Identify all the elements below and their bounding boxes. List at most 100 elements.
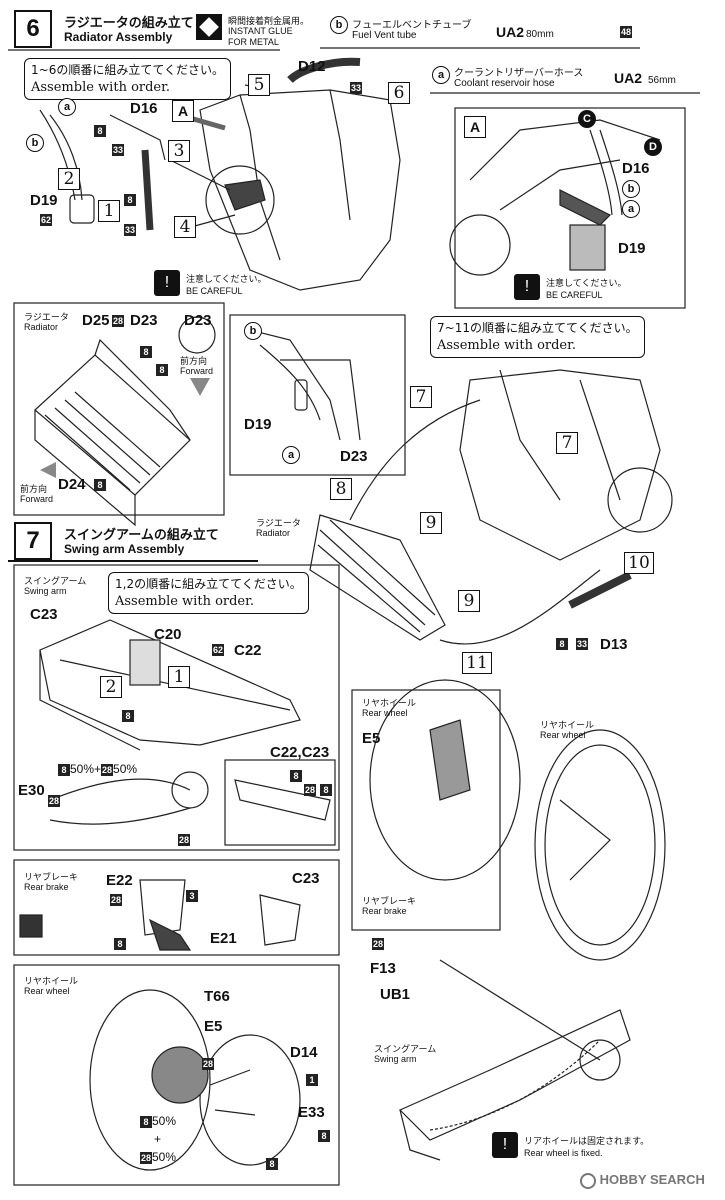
- tube-a-marker: a: [432, 66, 450, 84]
- part-e5-a: E5: [204, 1018, 223, 1035]
- num-28-b: 28: [48, 795, 60, 807]
- marker-b-2: b: [244, 322, 262, 340]
- tube-a-length: 56mm: [648, 75, 676, 86]
- fixed-en: Rear wheel is fixed.: [524, 1148, 603, 1158]
- num-28-a: 28: [112, 315, 124, 327]
- glue-label-en1: INSTANT GLUE: [228, 26, 293, 36]
- num-28-f: 28: [202, 1058, 214, 1070]
- marker-a-1: a: [58, 98, 76, 116]
- forward-jp-2: 前方向: [20, 485, 48, 495]
- step-7-title-jp: スイングアームの組み立て: [64, 528, 219, 543]
- part-c23-a: C23: [30, 606, 58, 623]
- part-e21: E21: [210, 930, 237, 947]
- num-8-i: 8: [320, 784, 332, 796]
- num-8-d: 8: [156, 364, 168, 376]
- num-8-a: 8: [94, 125, 106, 137]
- num-33-c: 33: [124, 224, 136, 236]
- swing-arm-en: Swing arm: [24, 586, 67, 596]
- care-en-2: BE CAREFUL: [546, 290, 603, 300]
- num-8-l: 8: [266, 1158, 278, 1170]
- tube-b-en: Fuel Vent tube: [352, 30, 417, 41]
- part-c22: C22: [234, 642, 262, 659]
- num-8-b: 8: [124, 194, 136, 206]
- step-7-box-b: 7: [556, 432, 578, 454]
- part-t66: T66: [204, 988, 230, 1005]
- care-jp-1: 注意してください。: [186, 275, 267, 285]
- watermark-icon: [580, 1172, 596, 1189]
- step-6-number: 6: [14, 10, 52, 48]
- swing-arm-jp: スイングアーム: [24, 577, 87, 587]
- part-d19-b: D19: [244, 416, 272, 433]
- marker-b-1: b: [26, 134, 44, 152]
- mix-num-8: 8: [58, 764, 70, 776]
- care-icon-2: !: [514, 274, 540, 300]
- wheel-en-2: Rear wheel: [362, 708, 408, 718]
- num-62-b: 62: [212, 644, 224, 656]
- step-7-box-a: 7: [410, 386, 432, 408]
- mix2-num-8: 8: [140, 1116, 152, 1128]
- part-e33: E33: [298, 1104, 325, 1121]
- order-note-jp: 1~6の順番に組み立ててください。: [31, 63, 224, 77]
- marker-a-2: a: [282, 446, 300, 464]
- brake-jp-2: リヤブレーキ: [362, 897, 417, 907]
- forward-jp-1: 前方向: [180, 357, 208, 367]
- part-d16-inset: D16: [622, 160, 650, 177]
- num-28-e: 28: [110, 894, 122, 906]
- tube-b-length: 80mm: [526, 29, 554, 40]
- watermark: HOBBY SEARCH: [580, 1172, 705, 1189]
- step-7-title-en: Swing arm Assembly: [64, 542, 185, 556]
- radiator-jp: ラジエータ: [24, 313, 69, 323]
- radiator-en-2: Radiator: [256, 528, 291, 538]
- part-d23-a: D23: [130, 312, 158, 329]
- step-5-box: 5: [248, 74, 270, 96]
- step-6-order-note-2: 7~11の順番に組み立ててください。 Assemble with order.: [430, 316, 645, 358]
- marker-b-inset: b: [622, 180, 640, 198]
- care-jp-2: 注意してください。: [546, 279, 627, 289]
- part-d23-c: D23: [340, 448, 368, 465]
- swing-arm-en-2: Swing arm: [374, 1054, 417, 1064]
- marker-c: C: [578, 110, 596, 128]
- part-d14: D14: [290, 1044, 318, 1061]
- part-d19-inset: D19: [618, 240, 646, 257]
- step-6-title-jp: ラジエータの組み立て: [64, 16, 194, 31]
- order-note-2-en: Assemble with order.: [437, 338, 577, 353]
- num-33-d: 33: [576, 638, 588, 650]
- step-6-box: 6: [388, 82, 410, 104]
- num-8-c: 8: [140, 346, 152, 358]
- tube-a-jp: クーラントリザーバーホース: [454, 68, 584, 79]
- step-7-rule: [8, 560, 258, 562]
- brake-jp: リヤブレーキ: [24, 873, 79, 883]
- step-3-box: 3: [168, 140, 190, 162]
- marker-d: D: [644, 138, 662, 156]
- mix-num-28: 28: [101, 764, 114, 776]
- tube-a-part: UA2: [614, 70, 643, 86]
- part-e22: E22: [106, 872, 133, 889]
- step-9-box-a: 9: [420, 512, 442, 534]
- num-8-g: 8: [122, 710, 134, 722]
- part-d16: D16: [130, 100, 158, 117]
- mix2-pct-b: 50%: [152, 1150, 177, 1164]
- part-d13: D13: [600, 636, 628, 653]
- care-icon-1: !: [154, 270, 180, 296]
- step7-box-2: 2: [100, 676, 122, 698]
- inset-a-label: A: [464, 116, 486, 138]
- num-1: 1: [306, 1074, 318, 1086]
- step-6-title-en: Radiator Assembly: [64, 30, 173, 44]
- num-8-k: 8: [318, 1130, 330, 1142]
- brake-en: Rear brake: [24, 882, 69, 892]
- part-c23-b: C23: [292, 870, 320, 887]
- part-f13: F13: [370, 960, 396, 977]
- mix2-num-28: 28: [140, 1152, 152, 1164]
- tube-a-en: Coolant reservoir hose: [454, 78, 555, 89]
- part-d24: D24: [58, 476, 86, 493]
- step-7-note-jp: 1,2の順番に組み立ててください。: [115, 577, 302, 591]
- num-28-g: 28: [372, 938, 384, 950]
- part-c20: C20: [154, 626, 182, 643]
- part-d23-b: D23: [184, 312, 212, 329]
- radiator-jp-2: ラジエータ: [256, 519, 301, 529]
- num-8-j: 8: [114, 938, 126, 950]
- part-e5-b: E5: [362, 730, 381, 747]
- step-8-box: 8: [330, 478, 352, 500]
